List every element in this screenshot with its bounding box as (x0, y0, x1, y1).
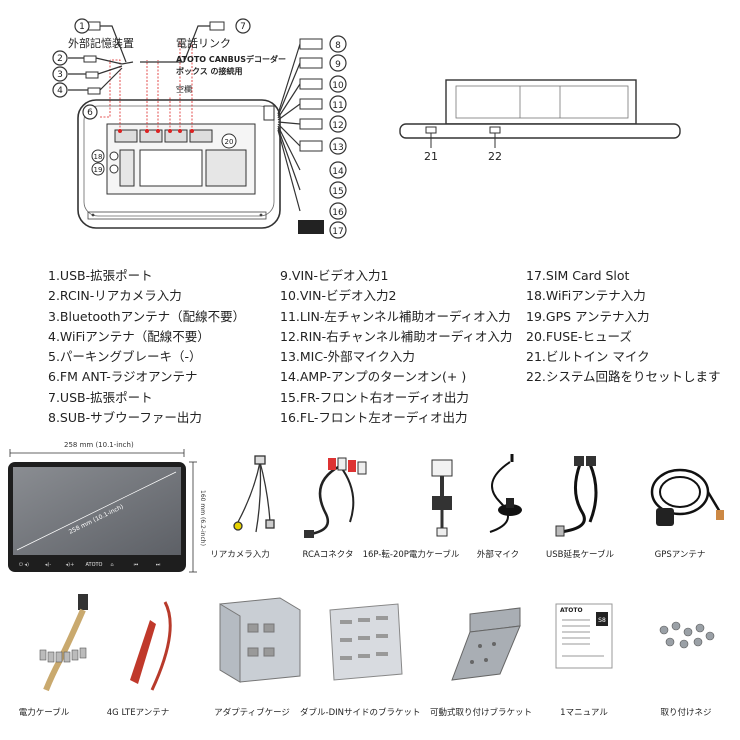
accessories-row-1 (233, 454, 724, 538)
num-9: 9 (335, 60, 341, 70)
svg-text:◂)+: ◂)+ (66, 562, 75, 568)
num-12: 12 (332, 121, 343, 131)
wiring-diagram: 1 2 3 4 6 7 8 9 10 11 12 13 14 15 16 17 … (52, 18, 681, 239)
num-7: 7 (240, 22, 246, 32)
num-16: 16 (332, 208, 344, 218)
legend-item: 12.RIN-右チャンネル補助オーディオ入力 (280, 328, 513, 344)
legend-column-3: 17.SIM Card Slot 18.WiFiアンテナ入力 19.GPS アン… (526, 266, 721, 388)
num-11: 11 (332, 101, 343, 111)
accessory-label: 16P-転-20P電力ケーブル (362, 550, 460, 560)
manual-icon: ATOTO S8 (555, 603, 613, 669)
legend-item: 13.MIC-外部マイク入力 (280, 349, 415, 365)
manual-model: S8 (598, 617, 606, 624)
power-adapter-cable-icon (431, 459, 453, 537)
callout-empty: 空欄 (176, 84, 192, 94)
usb-extension-cable-icon (555, 456, 598, 537)
accessories-row-2: ATOTO S8 (39, 594, 715, 692)
num-4: 4 (57, 86, 63, 96)
accessory-label: 電力ケーブル (18, 708, 70, 718)
callout-canbus-2: ボックス の接続用 (176, 66, 243, 76)
legend-item: 7.USB-拡張ポート (48, 389, 153, 405)
num-22: 22 (488, 150, 502, 163)
legend-item: 11.LIN-左チャンネル補助オーディオ入力 (280, 308, 511, 324)
accessory-label: RCAコネクタ (302, 550, 354, 560)
lte-antenna-icon (130, 601, 172, 691)
external-mic-icon (489, 454, 522, 533)
accessory-label: GPSアンテナ (654, 550, 706, 560)
num-3: 3 (57, 70, 63, 80)
callout-canbus-1: ATOTO CANBUSデコーダー (176, 54, 286, 64)
num-21: 21 (424, 150, 438, 163)
accessory-label: ダブル-DINサイドのブラケット (300, 708, 421, 718)
accessory-label: アダプティブケージ (214, 708, 290, 718)
callout-phone-link: 電話リンク (176, 36, 231, 50)
svg-text:◂)-: ◂)- (45, 562, 51, 568)
legend-item: 2.RCIN-リアカメラ入力 (48, 288, 182, 304)
legend-item: 18.WiFiアンテナ入力 (526, 288, 646, 304)
legend-column-2: 9.VIN-ビデオ入力1 10.VIN-ビデオ入力2 11.LIN-左チャンネル… (280, 266, 512, 428)
mounting-bracket-icon (451, 607, 521, 681)
num-13: 13 (332, 143, 343, 153)
legend-item: 14.AMP-アンプのターンオン(+ ) (280, 369, 467, 385)
num-15: 15 (332, 187, 343, 197)
accessory-label: 可動式取り付けブラケット (429, 708, 532, 718)
legend-item: 9.VIN-ビデオ入力1 (280, 268, 389, 283)
legend-item: 3.Bluetoothアンテナ（配線不要） (48, 308, 246, 324)
screws-icon (659, 621, 715, 649)
num-8: 8 (335, 41, 341, 51)
legend-item: 19.GPS アンテナ入力 (526, 308, 650, 324)
accessory-label: 4G LTEアンテナ (106, 708, 170, 718)
legend-item: 6.FM ANT-ラジオアンテナ (48, 369, 198, 385)
legend-column-1: 1.USB-拡張ポート 2.RCIN-リアカメラ入力 3.Bluetoothアン… (48, 266, 245, 428)
width-dimension-label: 258 mm (10.1-inch) (64, 441, 134, 449)
svg-text:⌂: ⌂ (110, 562, 113, 568)
num-18: 18 (94, 153, 103, 161)
brand-logo: ATOTO (85, 562, 102, 568)
svg-text:⏭: ⏭ (156, 562, 161, 568)
legend-item: 4.WiFiアンテナ（配線不要） (48, 328, 210, 344)
num-1: 1 (79, 22, 85, 32)
legend-item: 10.VIN-ビデオ入力2 (280, 288, 397, 304)
legend-item: 17.SIM Card Slot (526, 268, 630, 283)
legend-item: 16.FL-フロント左オーディオ出力 (280, 410, 468, 426)
power-cable-icon (39, 594, 88, 692)
legend-item: 1.USB-拡張ポート (48, 268, 153, 283)
legend-item: 8.SUB-サブウーファー出力 (48, 410, 202, 426)
unit-front-view: ⏻ ◂)◂)-◂)+ ⏮⏭⌂ ATOTO 258 mm (10.1-inch) … (8, 449, 206, 573)
gps-antenna-icon (650, 468, 724, 526)
accessory-label: 1マニュアル (560, 708, 608, 718)
accessory-label: リアカメラ入力 (210, 550, 270, 560)
accessory-label: 取り付けネジ (660, 708, 712, 718)
manual-brand: ATOTO (560, 607, 583, 614)
accessory-label: USB延長ケーブル (546, 550, 614, 560)
num-14: 14 (332, 167, 344, 177)
callout-external-storage: 外部記憶装置 (68, 36, 134, 50)
rca-connector-icon (304, 457, 367, 538)
accessory-label: 外部マイク (476, 550, 520, 560)
legend-item: 22.システム回路をりセットします (526, 369, 721, 385)
num-19: 19 (94, 166, 103, 174)
legend-item: 20.FUSE-ヒューズ (526, 328, 632, 344)
unit-side-view: 21 22 (399, 79, 681, 163)
legend-item: 15.FR-フロント右オーディオ出力 (280, 389, 469, 405)
num-17: 17 (332, 227, 343, 237)
num-6: 6 (87, 108, 93, 118)
legend-item: 21.ビルトイン マイク (526, 349, 650, 365)
side-bracket-icon (329, 603, 403, 681)
svg-text:⏻ ◂): ⏻ ◂) (19, 562, 29, 568)
num-20: 20 (225, 138, 234, 146)
height-dimension-label: 160 mm (6.2-inch) (199, 490, 206, 546)
adaptive-cage-icon (219, 597, 301, 683)
num-10: 10 (332, 81, 344, 91)
rear-camera-cable-icon (233, 455, 275, 533)
svg-text:⏮: ⏮ (134, 562, 139, 568)
legend-item: 5.パーキングブレーキ（-） (48, 349, 202, 365)
num-2: 2 (57, 54, 63, 64)
